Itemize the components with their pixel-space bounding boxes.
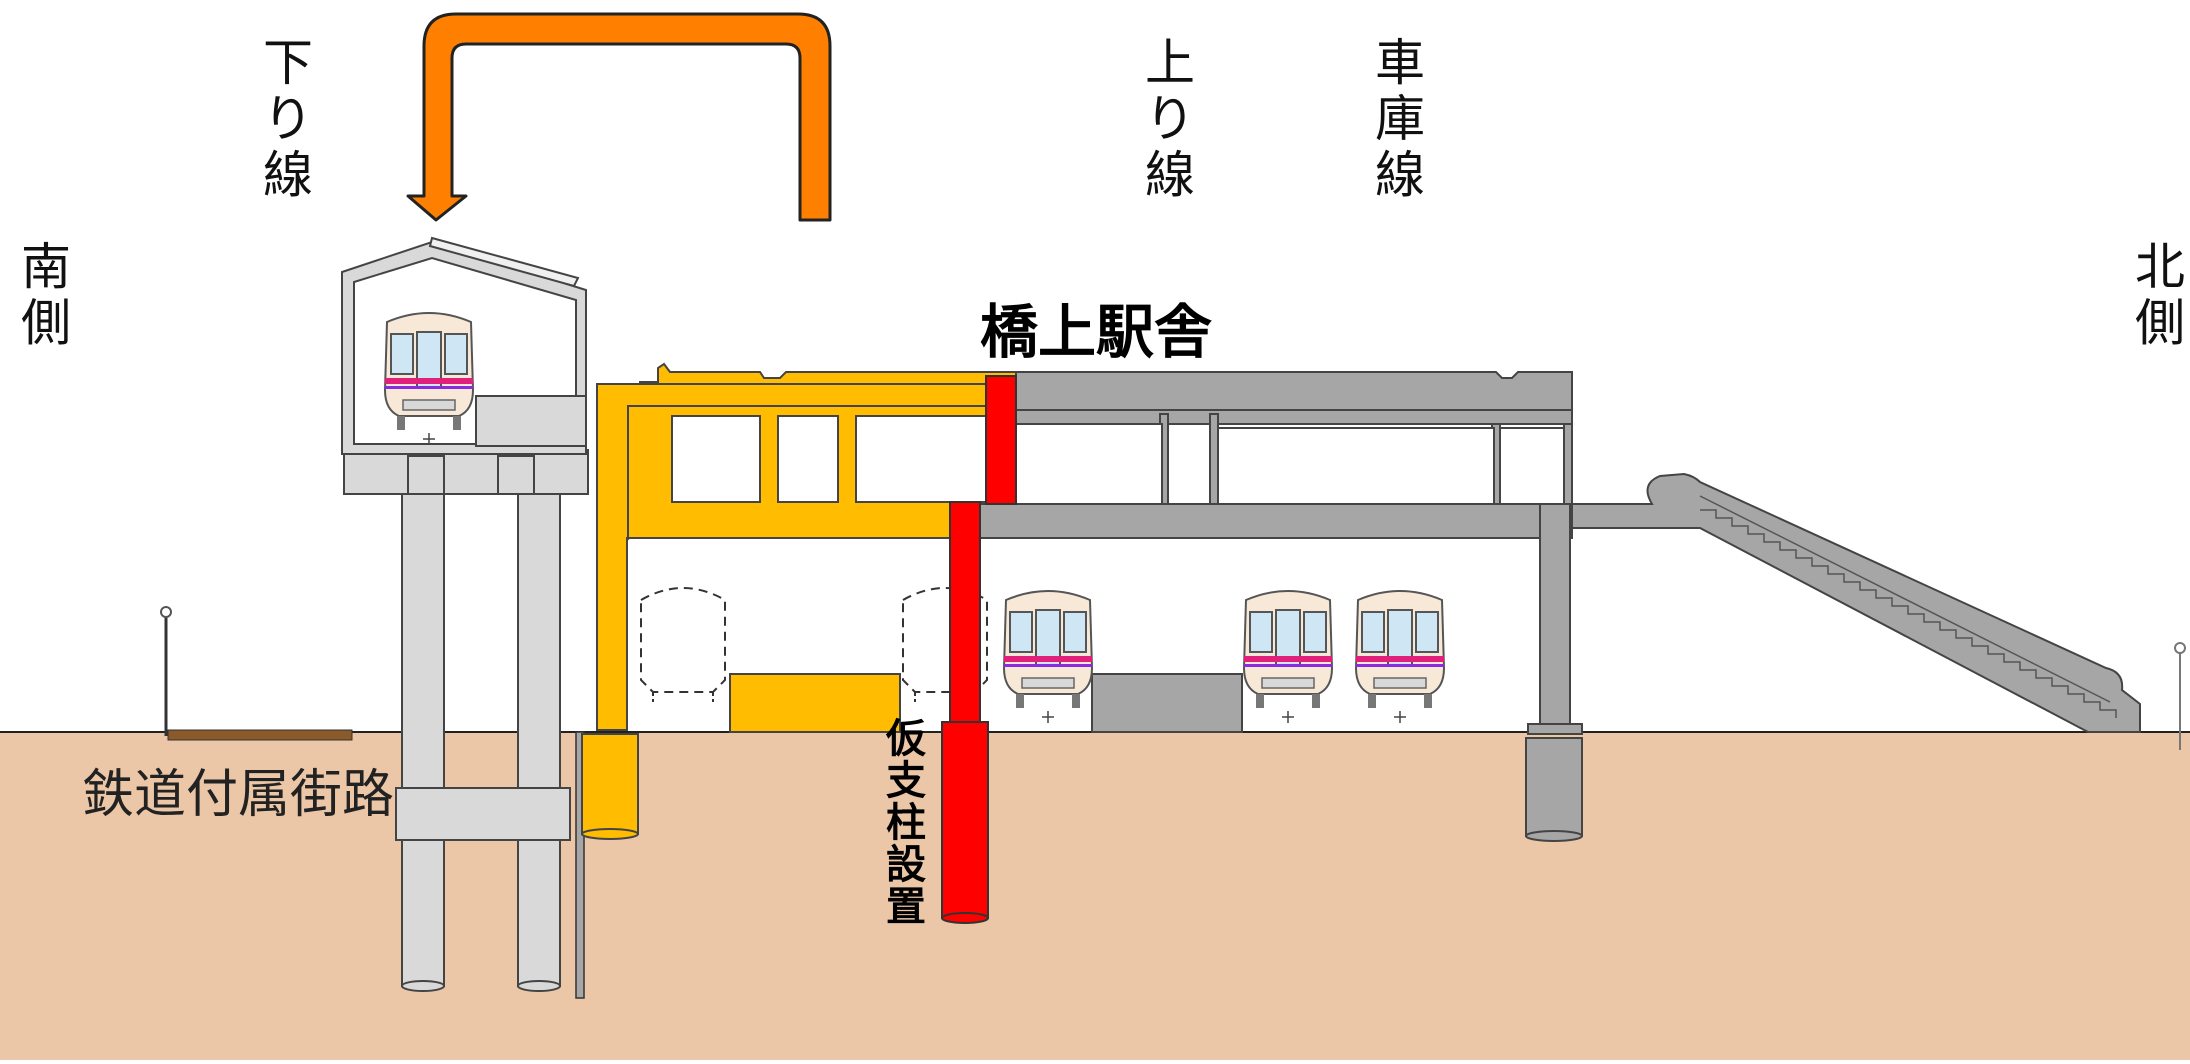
- train-depot-line-2: [1355, 590, 1445, 724]
- label-up-line-char-3: 線: [1145, 146, 1195, 204]
- label-railway-road: 鉄道付属街路: [82, 765, 394, 825]
- label-temp-char-5: 置: [886, 884, 926, 930]
- label-south-char-1: 南: [21, 238, 71, 296]
- label-depot-line: 車 庫 線: [1375, 34, 1425, 204]
- label-north-char-1: 北: [2135, 238, 2185, 296]
- train-up-line: [1003, 590, 1093, 724]
- label-depot-line-char-2: 庫: [1375, 90, 1425, 148]
- ghost-train-1: [640, 587, 726, 703]
- label-down-line-char-2: り: [263, 90, 313, 148]
- label-up-line-char-1: 上: [1145, 34, 1195, 92]
- label-temp-char-1: 仮: [885, 716, 927, 762]
- ground: [0, 732, 2190, 1060]
- road-marker-left: [160, 606, 172, 736]
- label-temp-char-4: 設: [886, 842, 926, 888]
- road-marker-right: [2174, 642, 2186, 750]
- label-station-building: 橋上駅舎: [980, 298, 1212, 366]
- label-up-line-char-2: り: [1145, 90, 1195, 148]
- stair-rail: [1699, 495, 2111, 703]
- label-down-line-char-3: 線: [263, 146, 313, 204]
- label-down-line: 下 り 線: [263, 34, 313, 204]
- label-temp-char-3: 柱: [886, 800, 926, 846]
- label-south-side: 南 側: [21, 238, 71, 352]
- down-line-viaduct: [341, 236, 589, 999]
- label-depot-line-char-1: 車: [1375, 34, 1425, 92]
- existing-station-building: [977, 371, 1583, 842]
- temporary-support-column: [941, 375, 1017, 924]
- label-north-side: 北 側: [2135, 238, 2185, 352]
- train-depot-line-1: [1243, 590, 1333, 724]
- orange-u-turn-arrow-icon: [406, 12, 832, 222]
- label-down-line-char-1: 下: [263, 34, 313, 92]
- label-depot-line-char-3: 線: [1375, 146, 1425, 204]
- railway-road-surface: [167, 729, 353, 741]
- label-up-line: 上 り 線: [1145, 34, 1195, 204]
- label-north-char-2: 側: [2135, 294, 2185, 352]
- label-temp-char-2: 支: [886, 758, 926, 804]
- label-temporary-column: 仮 支 柱 設 置: [885, 716, 927, 930]
- label-south-char-2: 側: [21, 294, 71, 352]
- stair-steps: [1700, 509, 2117, 718]
- pedestrian-stairs: [1571, 472, 2141, 733]
